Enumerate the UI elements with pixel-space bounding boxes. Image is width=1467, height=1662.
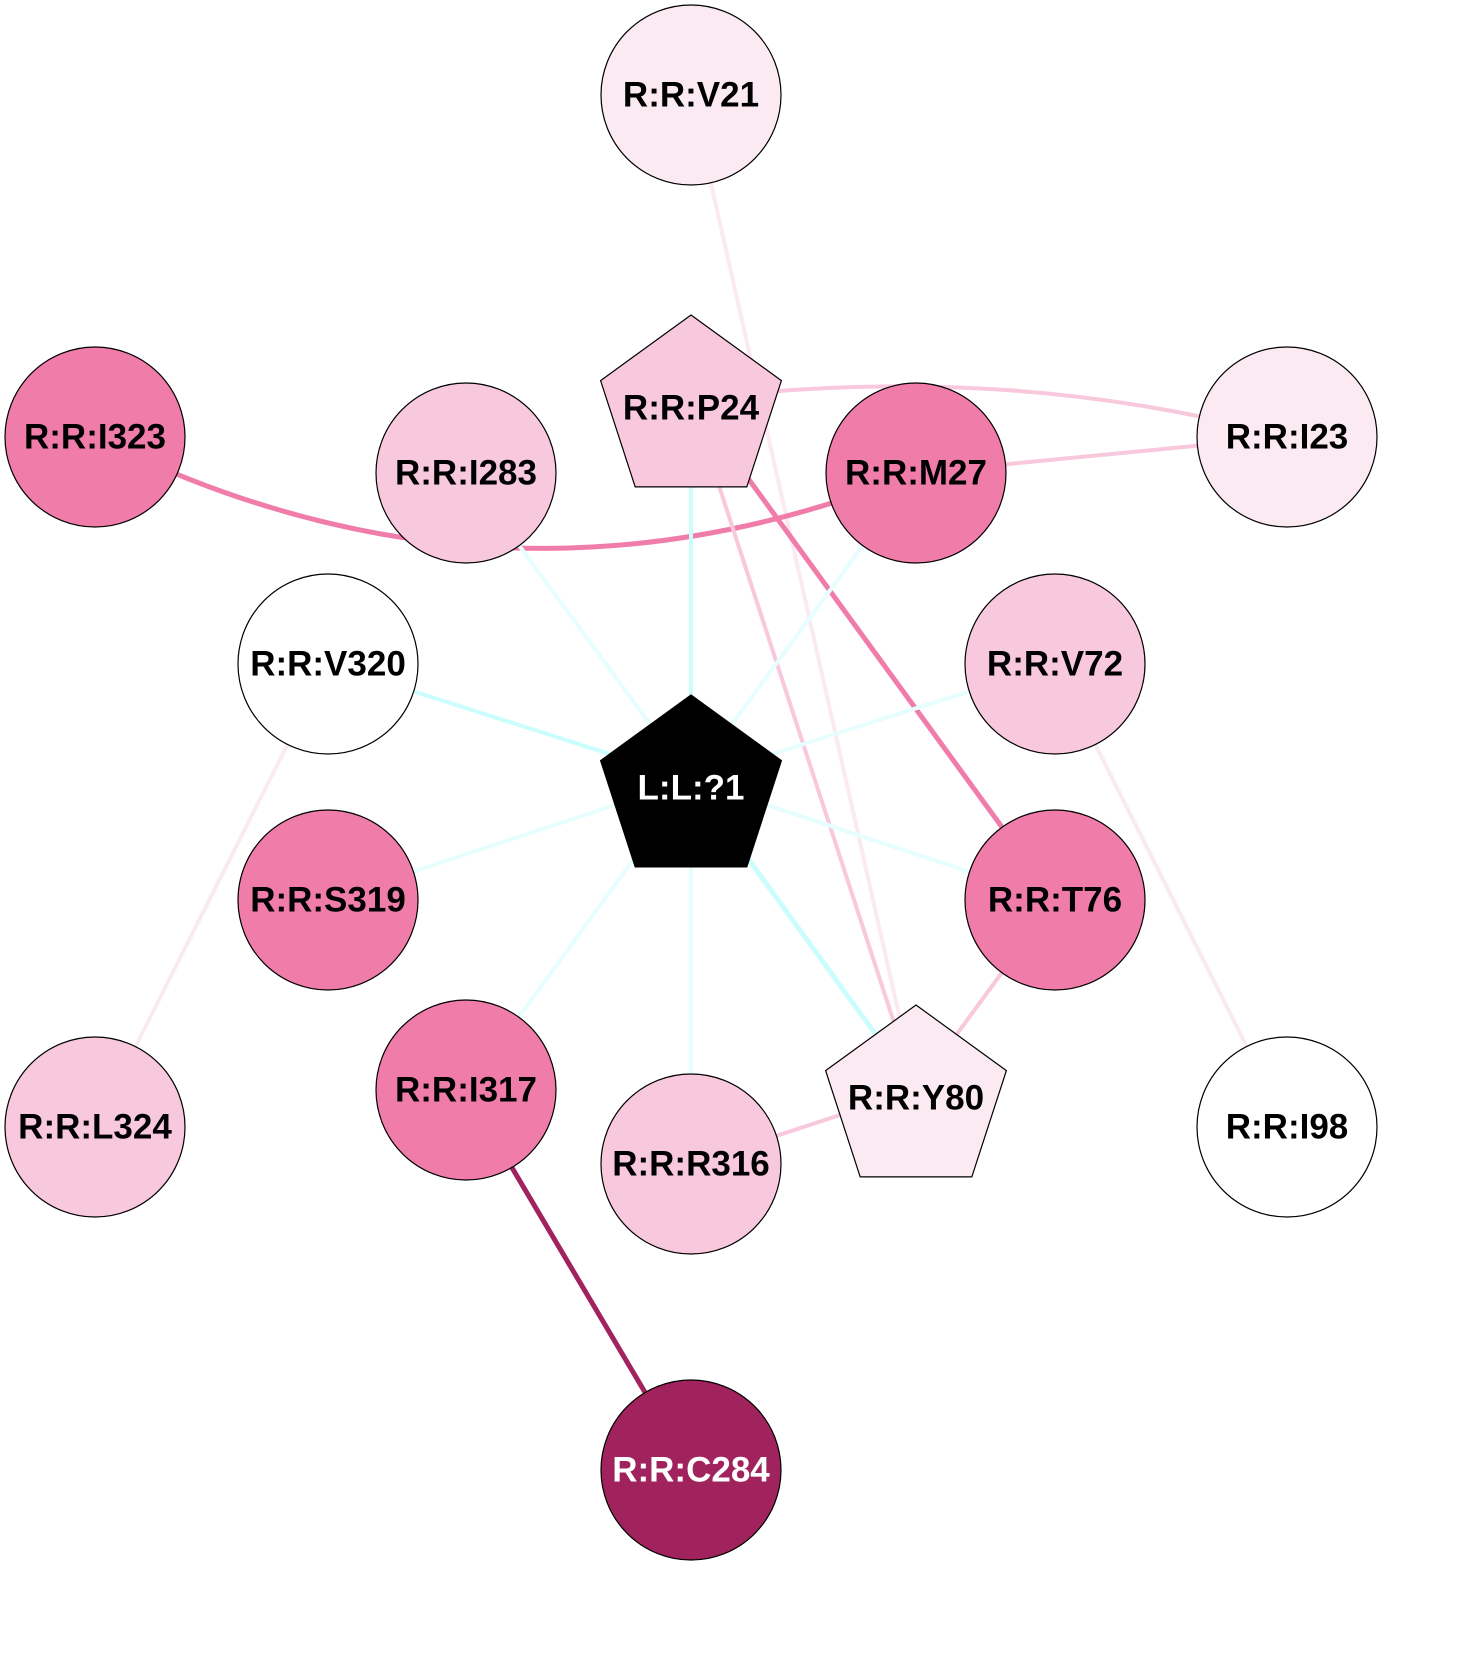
node-s319[interactable]: R:R:S319 bbox=[237, 809, 419, 991]
circle-shape bbox=[600, 1379, 782, 1561]
node-label: R:R:Y80 bbox=[848, 1079, 984, 1118]
circle-shape bbox=[825, 382, 1007, 564]
circle-shape bbox=[4, 1036, 186, 1218]
node-label: R:R:T76 bbox=[988, 881, 1122, 920]
node-label: R:R:R316 bbox=[612, 1145, 770, 1184]
circle-shape bbox=[964, 809, 1146, 991]
node-v320[interactable]: R:R:V320 bbox=[237, 573, 419, 755]
node-label: R:R:I283 bbox=[395, 454, 537, 493]
node-i23[interactable]: R:R:I23 bbox=[1196, 346, 1378, 528]
node-r316[interactable]: R:R:R316 bbox=[600, 1073, 782, 1255]
circle-shape bbox=[4, 346, 186, 528]
node-i98[interactable]: R:R:I98 bbox=[1196, 1036, 1378, 1218]
edge-v21-y80 bbox=[689, 94, 918, 1091]
circle-shape bbox=[375, 999, 557, 1181]
node-label: R:R:C284 bbox=[612, 1451, 770, 1490]
node-i283[interactable]: R:R:I283 bbox=[375, 382, 557, 564]
circle-shape bbox=[1196, 346, 1378, 528]
node-m27[interactable]: R:R:M27 bbox=[825, 382, 1007, 564]
node-label: R:R:L324 bbox=[18, 1108, 172, 1147]
pentagon-shape bbox=[824, 1004, 1008, 1178]
node-l324[interactable]: R:R:L324 bbox=[4, 1036, 186, 1218]
circle-shape bbox=[1196, 1036, 1378, 1218]
node-c284[interactable]: R:R:C284 bbox=[600, 1379, 782, 1561]
node-label: L:L:?1 bbox=[638, 769, 745, 808]
node-i323[interactable]: R:R:I323 bbox=[4, 346, 186, 528]
node-label: R:R:I98 bbox=[1226, 1108, 1349, 1147]
node-v21[interactable]: R:R:V21 bbox=[600, 4, 782, 186]
circle-shape bbox=[600, 4, 782, 186]
node-label: R:R:V21 bbox=[623, 76, 759, 115]
pentagon-shape bbox=[599, 694, 783, 868]
node-label: R:R:V320 bbox=[250, 645, 406, 684]
circle-shape bbox=[237, 573, 419, 755]
edge-p24-t76 bbox=[688, 398, 1058, 902]
circle-shape bbox=[375, 382, 557, 564]
node-label: R:R:P24 bbox=[623, 389, 760, 428]
circle-shape bbox=[964, 573, 1146, 755]
circle-shape bbox=[237, 809, 419, 991]
node-i317[interactable]: R:R:I317 bbox=[375, 999, 557, 1181]
circle-shape bbox=[600, 1073, 782, 1255]
node-label: R:R:S319 bbox=[250, 881, 406, 920]
node-label: R:R:I23 bbox=[1226, 418, 1349, 457]
node-label: R:R:I317 bbox=[395, 1071, 537, 1110]
pentagon-shape bbox=[599, 314, 783, 488]
node-y80[interactable]: R:R:Y80 bbox=[824, 1004, 1008, 1178]
node-v72[interactable]: R:R:V72 bbox=[964, 573, 1146, 755]
node-t76[interactable]: R:R:T76 bbox=[964, 809, 1146, 991]
node-p24[interactable]: R:R:P24 bbox=[599, 314, 783, 488]
node-lig[interactable]: L:L:?1 bbox=[599, 694, 783, 868]
node-label: R:R:I323 bbox=[24, 418, 166, 457]
node-label: R:R:M27 bbox=[845, 454, 987, 493]
node-label: R:R:V72 bbox=[987, 645, 1123, 684]
